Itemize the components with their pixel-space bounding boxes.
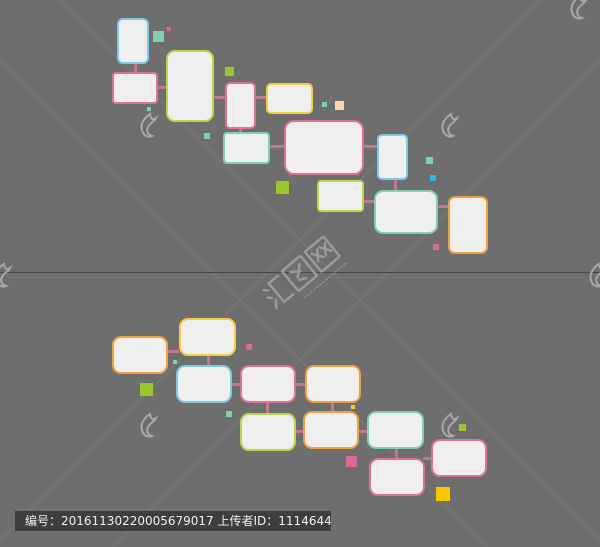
huitu-flame-icon [140,412,159,438]
decor-square [276,181,289,194]
decor-square [351,405,355,409]
decor-square [147,107,151,111]
connector [295,430,305,433]
connector [331,402,334,412]
photo-frame [112,336,168,374]
photo-frame [305,365,361,403]
connector [255,96,267,99]
photo-frame [240,365,296,403]
photo-frame [367,411,424,449]
connector [395,448,398,459]
photo-frame [317,180,364,212]
photo-frame [225,82,256,129]
connector [134,64,137,74]
decor-square [204,133,210,139]
connector [212,96,226,99]
huitu-flame-icon [570,0,588,20]
decor-square [322,102,327,107]
huitu-flame-icon [0,262,13,288]
photo-frame [112,72,158,104]
connector [295,383,306,386]
decor-square [226,411,232,417]
decor-square [459,424,466,431]
decor-square [433,244,439,250]
huitu-flame-icon [589,262,600,288]
photo-frame [179,318,236,356]
huitu-flame-icon [140,112,159,138]
connector [239,128,242,133]
photo-frame [166,50,214,122]
connector [423,457,433,460]
decor-square [140,383,153,396]
image-info-caption: 编号：20161130220005679017 上传者ID：1114644 [15,511,332,531]
photo-frame [284,120,364,175]
photo-frame [176,365,232,403]
connector [207,356,210,367]
photo-frame [240,413,296,451]
decor-square [153,31,164,42]
connector [166,350,179,353]
connector [266,402,269,414]
decor-square [430,175,436,181]
connector [363,145,378,148]
decor-square [335,101,344,110]
huitu-flame-icon [441,412,460,438]
huitu-watermark-logo [262,235,347,310]
connector [362,200,375,203]
decor-square [436,487,450,501]
photo-frame [448,196,488,254]
connector [437,205,449,208]
photo-frame [374,190,438,234]
photo-frame [369,458,425,496]
photo-frame [223,132,270,164]
decor-square [167,27,171,31]
photo-frame [303,411,359,449]
connector [231,383,241,386]
decor-square [173,360,177,364]
photo-frame [377,134,408,180]
photo-frame [431,439,487,477]
huitu-flame-icon [441,112,460,138]
photo-frame [117,18,149,64]
decor-square [246,344,252,350]
decor-square [426,157,433,164]
decor-square [225,67,234,76]
decor-square [346,456,357,467]
connector [268,145,285,148]
connector [394,179,397,191]
connector [157,86,167,89]
connector [358,430,368,433]
photo-frame [266,83,313,114]
